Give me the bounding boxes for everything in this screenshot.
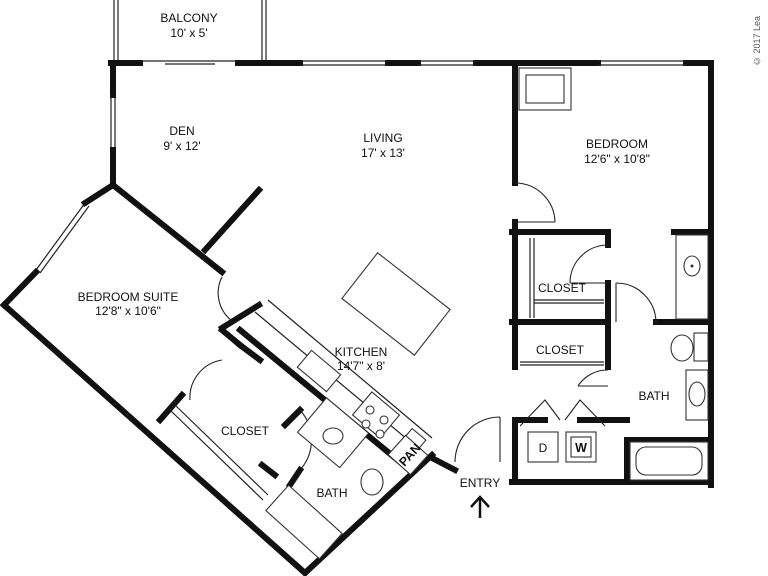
balcony xyxy=(113,0,267,62)
den-name: DEN xyxy=(169,124,194,138)
bedroom-name: BEDROOM xyxy=(586,137,648,151)
balcony-name: BALCONY xyxy=(160,11,217,25)
living-name: LIVING xyxy=(363,131,402,145)
dryer-label: D xyxy=(539,441,548,455)
den-size: 9' x 12' xyxy=(163,139,200,153)
kitchen-island xyxy=(341,252,451,356)
laundry xyxy=(519,399,606,463)
suite-closet-bath xyxy=(155,325,384,560)
bath-right-label: BATH xyxy=(638,389,669,403)
closet-bedroom-label: CLOSET xyxy=(538,281,587,295)
walls xyxy=(0,60,714,576)
bedroom-walls xyxy=(509,60,714,485)
closet-suite-label: CLOSET xyxy=(221,424,270,438)
entry-door xyxy=(454,416,501,463)
kitchen-size: 14'7" x 8' xyxy=(337,359,385,373)
bedroom-vanity xyxy=(675,234,709,320)
balcony-size: 10' x 5' xyxy=(170,26,207,40)
bedroom-size: 12'6" x 10'8" xyxy=(584,152,650,166)
up-arrow-icon xyxy=(470,495,490,518)
room-labels: BALCONY 10' x 5' DEN 9' x 12' LIVING 17'… xyxy=(78,11,670,500)
pantry xyxy=(387,434,429,476)
bedroom-suite-name: BEDROOM SUITE xyxy=(78,290,179,304)
copyright: © 2017 Lea xyxy=(752,15,762,66)
closet-hall-label: CLOSET xyxy=(536,343,585,357)
entry-label: ENTRY xyxy=(460,476,500,490)
living-size: 17' x 13' xyxy=(361,146,405,160)
bedroom-closet-shelves xyxy=(529,238,604,318)
bath-suite-label: BATH xyxy=(316,486,347,500)
kitchen-name: KITCHEN xyxy=(335,345,388,359)
bedroom-nook xyxy=(518,67,572,111)
bedroom-suite-size: 12'8" x 10'6" xyxy=(95,304,161,318)
right-bath-fixtures xyxy=(629,332,709,481)
washer-label: W xyxy=(575,441,587,455)
